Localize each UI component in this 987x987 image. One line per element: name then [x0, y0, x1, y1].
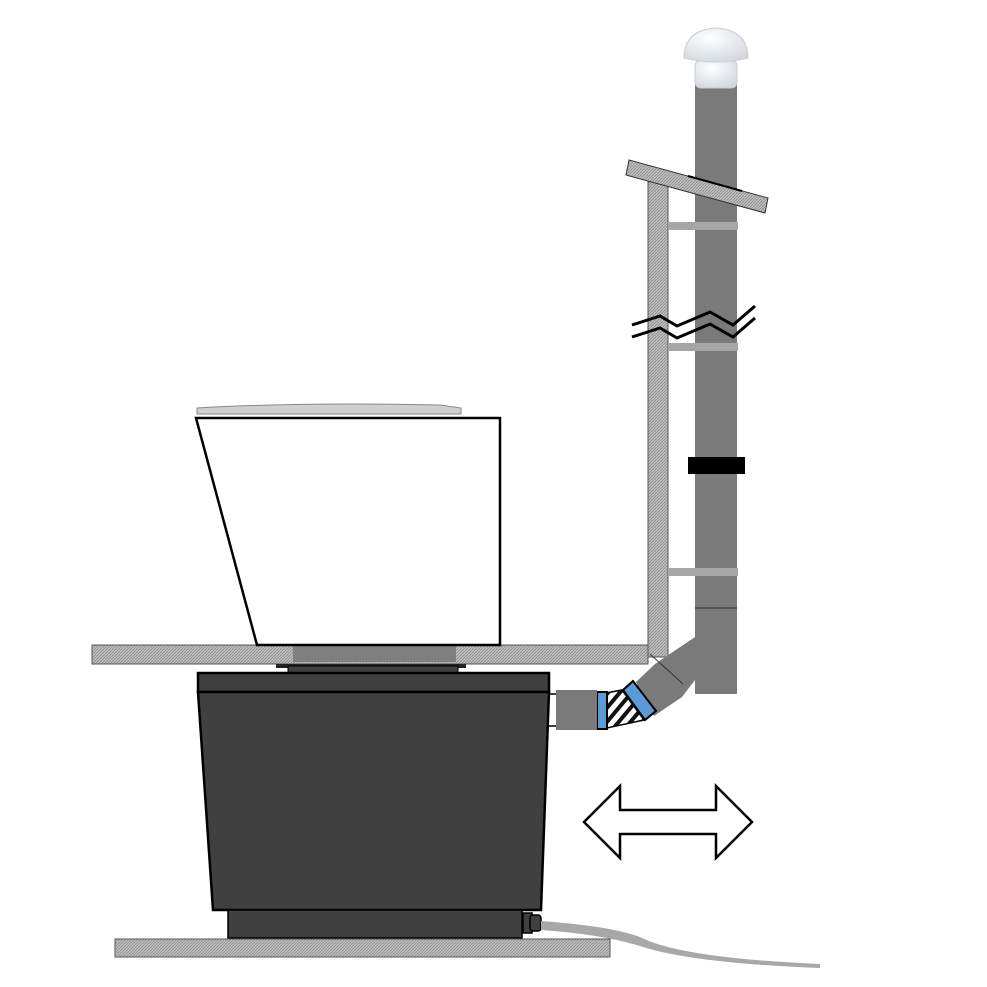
toilet-seat-lid	[196, 403, 462, 415]
seal-ring-lower	[596, 691, 608, 730]
wall-stud	[647, 181, 669, 658]
double-arrow-icon	[582, 782, 754, 862]
tank-base	[227, 909, 523, 939]
pipe-clamp-band	[688, 457, 745, 474]
roof-flashing	[687, 175, 743, 192]
seal-ring-upper	[621, 679, 658, 722]
pipe-bracket	[668, 343, 738, 351]
pipe-elbow	[636, 610, 737, 716]
toilet-bowl	[194, 416, 502, 647]
break-line-icon	[631, 304, 756, 340]
pipe-bracket	[668, 222, 738, 230]
drain-hose	[541, 921, 820, 968]
pipe-joint	[649, 653, 684, 685]
lower-floor-board	[114, 938, 611, 958]
compost-tank	[196, 690, 551, 912]
tank-lid	[196, 671, 551, 694]
floor-adapter	[293, 645, 456, 662]
pipe-bracket	[668, 568, 738, 576]
drain-fitting-nut	[529, 914, 542, 932]
vent-cap-icon	[683, 27, 749, 89]
vent-pipe	[695, 82, 737, 694]
outlet-pipe	[556, 690, 597, 730]
